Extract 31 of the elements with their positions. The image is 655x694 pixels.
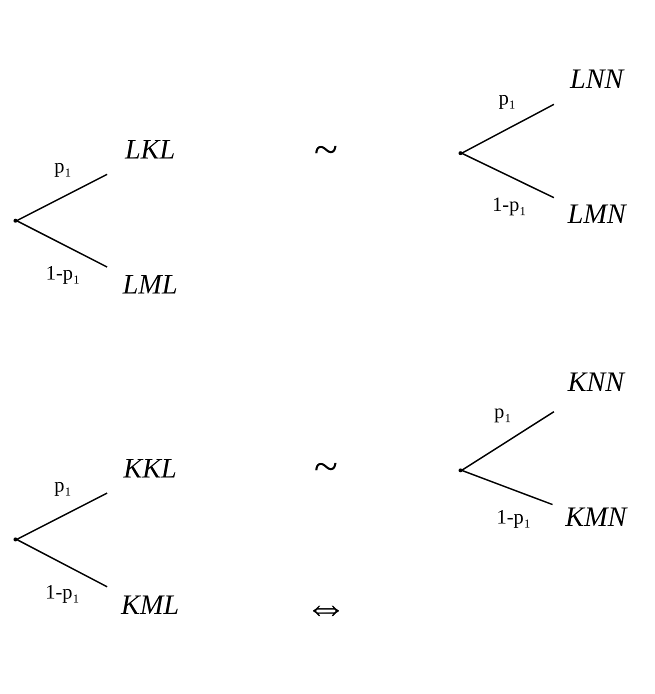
node-text: KML — [121, 589, 180, 620]
node-point — [458, 150, 462, 155]
node-text: LMN — [568, 198, 626, 230]
edge-label: 1-p₁ — [46, 262, 80, 284]
connector — [461, 152, 554, 198]
label: ~ — [314, 442, 338, 491]
edge-label: p₁ — [54, 155, 72, 178]
node-point — [458, 468, 462, 472]
node-text: KMN — [565, 501, 626, 532]
connector — [461, 103, 554, 154]
label: ~ — [314, 124, 338, 174]
node-point — [14, 218, 18, 222]
edge-label: p₁ — [494, 400, 512, 423]
edge-label: 1-p₁ — [492, 193, 526, 216]
connector — [16, 538, 108, 588]
node-point — [14, 537, 18, 541]
connector — [16, 220, 108, 268]
node-text: LKL — [124, 134, 176, 166]
connector — [16, 173, 108, 221]
node-text: KKL — [123, 452, 177, 484]
edge-label: 1-p₁ — [45, 581, 80, 604]
node-text: LML — [122, 269, 178, 300]
connector — [16, 492, 108, 540]
edge-label: p₁ — [54, 474, 72, 496]
label: ⇔ — [304, 581, 348, 630]
edge-label: p₁ — [498, 86, 516, 109]
connector — [461, 469, 553, 505]
edge-label: 1-p₁ — [496, 506, 531, 528]
node-text: LNN — [570, 63, 624, 94]
node-text: KNN — [568, 366, 624, 398]
connector — [461, 410, 554, 470]
